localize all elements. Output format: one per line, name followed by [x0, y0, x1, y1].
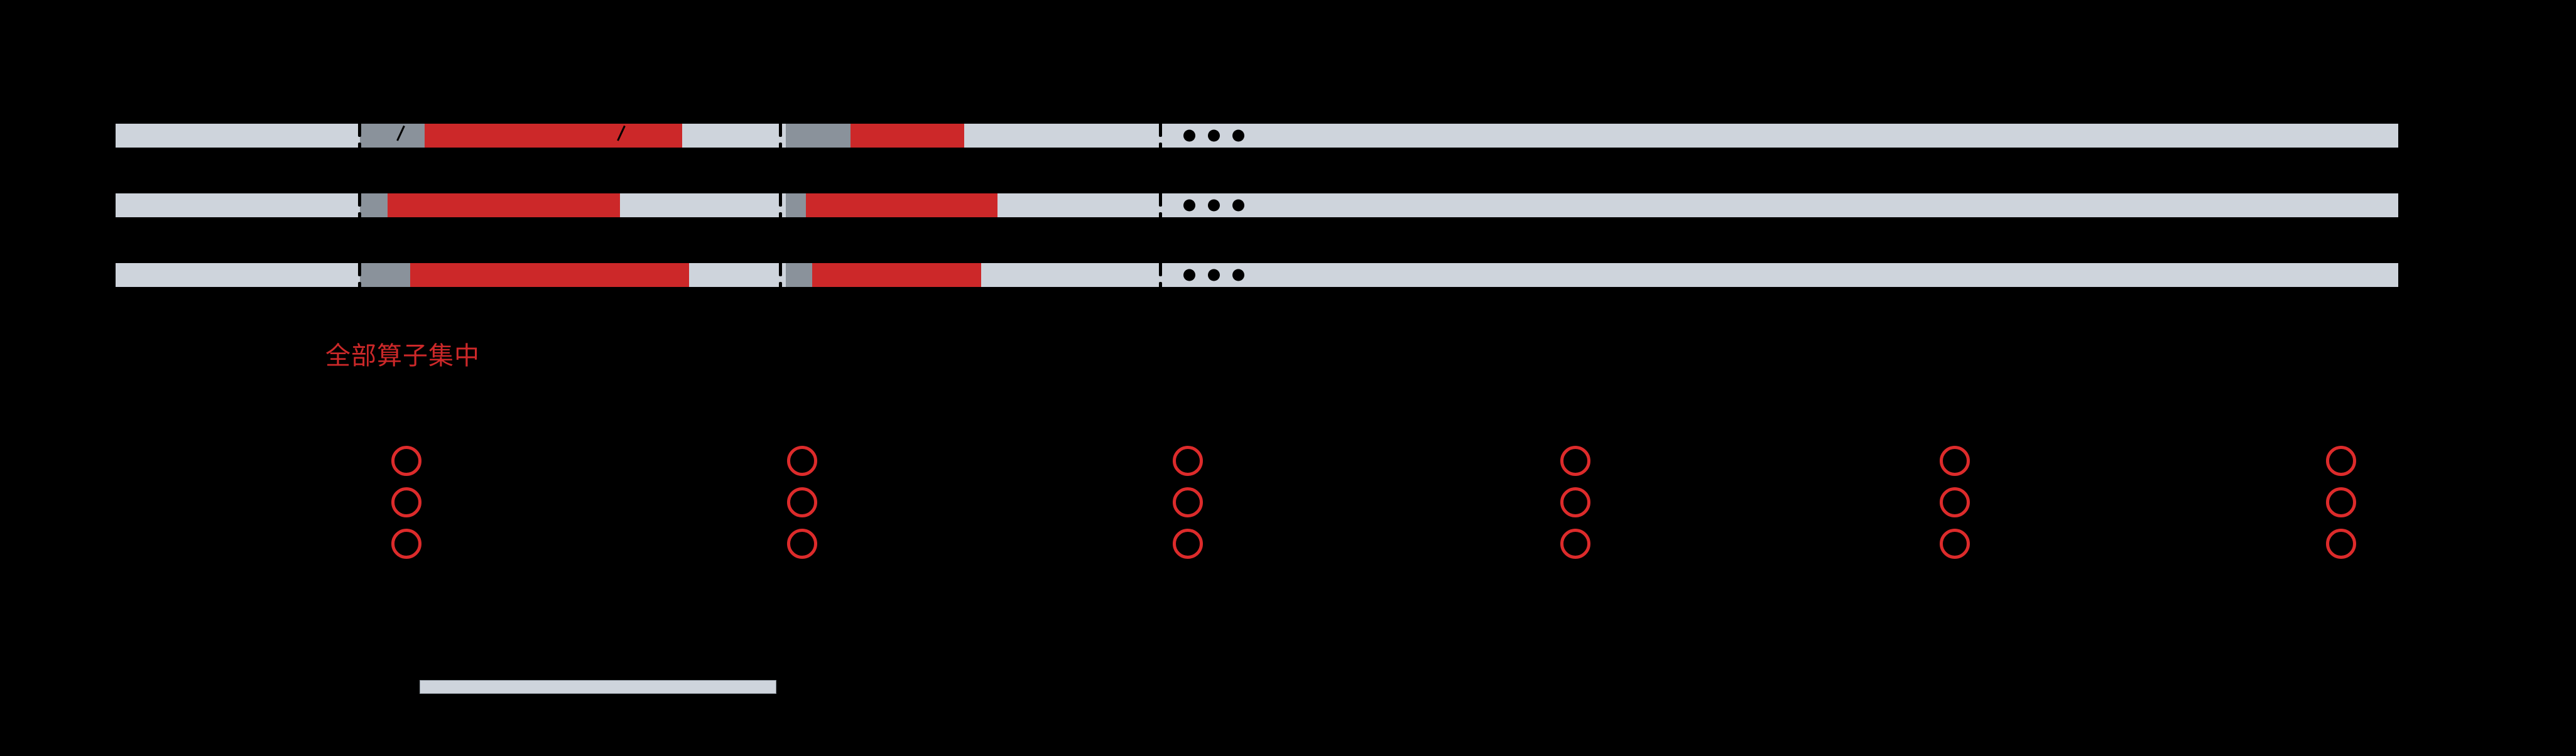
segment-red-2 — [388, 193, 620, 217]
ellipsis-dot — [1232, 129, 1244, 142]
operator-circle — [1940, 446, 1970, 476]
ellipsis-dot — [1232, 199, 1244, 212]
legend-track-swatch — [420, 680, 776, 694]
dashed-marker-3 — [1159, 261, 1162, 289]
operator-circle — [1173, 487, 1203, 517]
operator-circle — [391, 487, 421, 517]
operator-circle — [1940, 487, 1970, 517]
segment-gray-3 — [786, 124, 851, 148]
dashed-marker-3 — [1159, 192, 1162, 219]
timeline-row-2 — [116, 192, 2398, 219]
operator-circle — [787, 529, 817, 559]
ellipsis-icon — [1183, 269, 1244, 281]
ellipsis-icon — [1183, 129, 1244, 142]
operator-circle — [1560, 529, 1590, 559]
dashed-marker-2 — [779, 122, 782, 149]
ellipsis-dot — [1232, 269, 1244, 281]
ellipsis-dot — [1183, 129, 1195, 142]
segment-gray-3 — [786, 263, 812, 287]
segment-red-4 — [806, 193, 997, 217]
ellipsis-dot — [1208, 129, 1220, 142]
circle-column-5 — [1940, 446, 1970, 559]
operator-circle — [2326, 446, 2356, 476]
segment-red-2 — [410, 263, 689, 287]
dashed-marker-2 — [779, 192, 782, 219]
timeline-row-1 — [116, 122, 2398, 149]
operator-circle — [787, 446, 817, 476]
dashed-marker-1 — [358, 122, 361, 149]
segment-gray-3 — [786, 193, 806, 217]
operator-circle — [2326, 487, 2356, 517]
circle-column-6 — [2326, 446, 2356, 559]
segment-red-4 — [812, 263, 981, 287]
ellipsis-dot — [1208, 199, 1220, 212]
operator-circle — [1173, 529, 1203, 559]
circle-column-3 — [1173, 446, 1203, 559]
operator-circle — [391, 446, 421, 476]
segment-gray-1 — [360, 124, 425, 148]
operator-circle — [1940, 529, 1970, 559]
operator-circle — [1560, 487, 1590, 517]
operator-circle — [1560, 446, 1590, 476]
timeline-row-3 — [116, 261, 2398, 289]
operator-circle — [787, 487, 817, 517]
circle-column-1 — [391, 446, 421, 559]
ellipsis-dot — [1183, 269, 1195, 281]
segment-red-2 — [425, 124, 682, 148]
caption-all-operators-concentrated: 全部算子集中 — [325, 342, 480, 370]
dashed-marker-2 — [779, 261, 782, 289]
operator-circle — [1173, 446, 1203, 476]
operator-circle — [391, 529, 421, 559]
segment-gray-1 — [360, 263, 410, 287]
ellipsis-dot — [1183, 199, 1195, 212]
ellipsis-dot — [1208, 269, 1220, 281]
segment-gray-1 — [360, 193, 388, 217]
ellipsis-icon — [1183, 199, 1244, 212]
dashed-marker-1 — [358, 261, 361, 289]
dashed-marker-1 — [358, 192, 361, 219]
segment-red-4 — [851, 124, 964, 148]
circle-column-2 — [787, 446, 817, 559]
dashed-marker-3 — [1159, 122, 1162, 149]
circle-column-4 — [1560, 446, 1590, 559]
operator-circle — [2326, 529, 2356, 559]
